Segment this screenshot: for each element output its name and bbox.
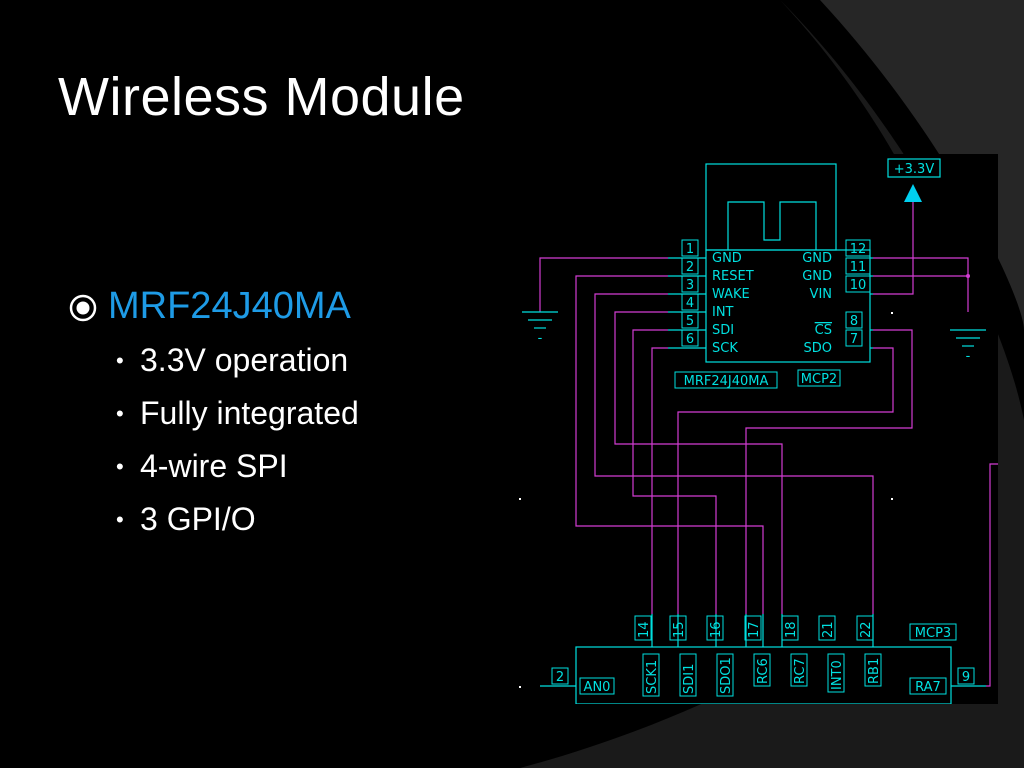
pin-number: 16 [709,621,724,638]
mcu-ref-label: MCP3 [915,626,951,641]
sub-bullet-text: 3 GPI/O [140,501,256,537]
bullet-main-text: MRF24J40MA [108,284,351,327]
bullet-dot-icon: • [116,506,124,532]
bullet-dot-icon: • [116,400,124,426]
pin-name: RA7 [915,680,941,695]
module-ref-label: MCP2 [801,372,837,387]
pin-name: CS [815,323,832,338]
pin-number: 2 [686,260,694,275]
pin-name: GND [712,251,742,266]
pin-number: 1 [686,242,694,257]
antenna-trace [727,201,817,250]
bullet-list: MRF24J40MA • 3.3V operation • Fully inte… [66,278,359,546]
sub-bullet-text: Fully integrated [140,395,359,431]
pin-name: VIN [810,287,832,302]
pin-name: SCK [712,341,738,356]
pin-number: 10 [850,278,867,293]
circled-dot-icon [69,294,97,322]
pin-name: AN0 [584,680,611,695]
pin-name: SDO [804,341,833,356]
module-part-label: MRF24J40MA [684,374,769,389]
sub-bullet-text: 4-wire SPI [140,448,288,484]
schematic-diagram: +3.3V - - MRF24J40MA MCP2 1 2 [518,154,998,704]
sub-bullet: • 4-wire SPI [116,440,359,493]
pin-name: RC6 [756,658,771,684]
pin-name: SCK1 [645,660,660,694]
pin-name: GND [802,269,832,284]
pin-name: WAKE [712,287,750,302]
pin-number: 21 [821,621,836,638]
module-right-pins: 12 11 10 8 7 GND GND VIN CS SDO [802,239,871,356]
pin-number: 6 [686,332,694,347]
pin-number: 9 [962,670,970,685]
pin-name: RESET [712,269,754,284]
pin-number: 22 [859,621,874,638]
ground-label: - [966,349,971,364]
ground-label: - [538,331,543,346]
pin-number: 7 [850,332,858,347]
bullet-dot-icon: • [116,453,124,479]
mcu-top-pins: 14 15 16 17 18 21 22 SCK1 SDI1 SDO1 RC6 … [634,614,882,697]
pin-name: RC7 [793,658,808,684]
pin-number: 17 [747,621,762,638]
pin-number: 18 [784,621,799,638]
pin-number: 12 [850,242,867,257]
sub-bullet: • 3 GPI/O [116,493,359,546]
power-label: +3.3V [894,162,935,177]
pin-number: 11 [850,260,867,275]
sub-bullet: • Fully integrated [116,387,359,440]
pin-number: 4 [686,296,694,311]
pin-name: SDI1 [682,664,697,694]
module-left-pins: 1 2 3 4 5 6 GND RESET WAKE INT SDI SCK [681,239,754,356]
power-symbol: +3.3V [887,158,941,202]
wire-junction [966,274,970,278]
pin-name: SDI [712,323,734,338]
marker-dots [519,312,893,688]
pin-number: 14 [637,621,652,638]
sub-bullet: • 3.3V operation [116,334,359,387]
sub-bullet-text: 3.3V operation [140,342,349,378]
pin-number: 8 [850,314,858,329]
ground-symbol-left [522,311,558,329]
pin-number: 5 [686,314,694,329]
pin-name: INT0 [830,660,845,690]
bullet-main: MRF24J40MA [66,278,359,334]
pin-name: RB1 [867,658,882,684]
slide-title: Wireless Module [58,67,465,127]
ground-symbol-right [950,329,986,347]
pin-number: 2 [556,670,564,685]
wires [539,202,998,687]
module-mrf24j40ma: MRF24J40MA MCP2 [674,163,871,389]
pin-name: GND [802,251,832,266]
pin-number: 3 [686,278,694,293]
pin-name: INT [712,305,734,320]
bullet-dot-icon: • [116,347,124,373]
pin-number: 15 [672,621,687,638]
pin-name: SDO1 [719,657,734,694]
